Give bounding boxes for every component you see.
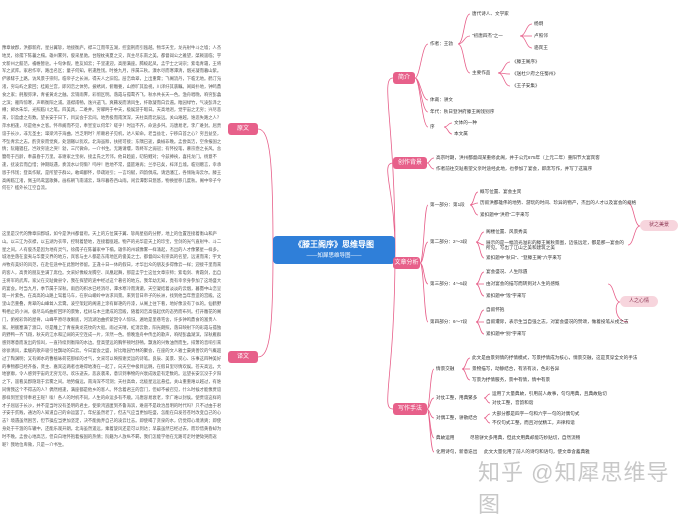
intro-author-item-8: 《王子安集》 (512, 83, 540, 88)
technique-t1-item-1: 景物描写，动静结合，有浓有淡，色彩各异 (472, 366, 560, 371)
node-background[interactable]: 创作背景 (393, 157, 427, 169)
analysis-part3-item-1: 由对宴会的描写而转到对人生的感慨 (486, 281, 560, 286)
analysis-part2: 第二部分：2～3段 (430, 239, 468, 244)
analysis-part4-item-2: 紧扣题中"别"字来写 (486, 331, 527, 336)
intro-author-item-5: 主要作品 (472, 70, 491, 75)
intro-style-item-1: 本文属 (454, 131, 468, 136)
analysis-part2-item-2: 紧扣题中"秋日"、"登滕王阁"六字来写 (486, 255, 562, 260)
analysis-part3-item-0: 宴会盛况、人生际遇 (486, 269, 528, 274)
background-item-1: 作者前往交趾看望父亲时途经此地，也参加了宴会，即席写作，并写了这篇序 (436, 166, 593, 171)
intro-author-item-4: 骆宾王 (534, 45, 548, 50)
technique-t2-item-0: 运用了大量典故，引用前人故事，句句用典，且典故贴切 (492, 391, 607, 396)
node-yiwen[interactable]: 译文 (228, 351, 258, 363)
mindmap-canvas: 豫章故郡，洪都新府。星分翼轸，地接衡庐。襟三江而带五湖，控蛮荆而引瓯越。物华天宝… (2, 11, 678, 517)
intro-style: 序 (430, 124, 435, 129)
analysis-part1-item-2: 紧扣题中"洪府"二字来写 (480, 212, 530, 217)
yiwen-text: 这里是汉代的豫章旧郡城，如今是洪州都督府。天上的方位属于翼、轸两星宿的分野，地上… (2, 231, 222, 447)
analysis-part1-item-1: 历叙洪都雄伟的地势、游玩的时间、珍异的物产，杰出的人才以及宴会的规格 (480, 200, 637, 205)
tag-mood[interactable]: 人之心情 (620, 296, 658, 307)
technique-t3: 对偶工整，骈散结合 (436, 415, 478, 420)
technique-t1-item-2: 写景为抒情服务，景中有情，情中有景 (472, 377, 551, 382)
intro-genre: 体裁：骈文 (430, 97, 453, 102)
analysis-part1: 第一部分：第1段 (430, 202, 465, 207)
intro-author-item-3: 卢照邻 (534, 33, 548, 38)
central-subtitle: ——知犀思维导图—— (306, 253, 362, 259)
tag-scenery[interactable]: 状之美景 (640, 220, 678, 231)
intro-author-item-0: 唐代诗人、文学家 (472, 11, 509, 16)
analysis-part4-item-0: 自叙怀抱 (486, 307, 505, 312)
intro-author-item-1: "初唐四杰"之一 (472, 33, 503, 38)
intro-style-item-0: 文体的一种 (454, 120, 477, 125)
intro-author-item-2: 杨炯 (534, 21, 544, 26)
analysis-part1-item-0: 概写位置、宴会主宾 (480, 189, 522, 194)
node-intro[interactable]: 简介 (393, 72, 415, 84)
technique-t5: 化用诗句，新意迭出 (436, 449, 478, 454)
technique-t4: 典故运用 (436, 435, 455, 440)
technique-t4-item-0: 尽管骈文多用典，但此文用典却能巧妙贴切，自然流畅 (470, 435, 581, 440)
intro-author: 作者：王勃 (430, 41, 453, 46)
central-topic[interactable]: 《滕王阁序》思维导图 ——知犀思维导图—— (273, 236, 395, 264)
analysis-part3-item-2: 紧扣题中"饯"字来写 (486, 293, 527, 298)
intro-author-item-6: 《滕王阁序》 (512, 59, 540, 64)
technique-t2-item-1: 对仗工整，音韵和谐 (492, 400, 534, 405)
node-analysis[interactable]: 文章分析 (393, 257, 420, 269)
analysis-part4-item-1: 自叙遭际，表示生当自强之志，对宴会盛况的赞颂，做着投笔从戎之志 (486, 319, 629, 324)
technique-t5-item-0: 此文大量化用了前人的诗句和语句，使文章含蓄典雅 (484, 449, 590, 454)
connector-lines (257, 13, 641, 453)
node-yuanwen[interactable]: 原文 (228, 123, 258, 135)
yuanwen-text: 豫章故郡，洪都新府。星分翼轸，地接衡庐。襟三江而带五湖，控蛮荆而引瓯越。物华天宝… (2, 45, 222, 191)
technique-t2: 对仗工整，用典繁多 (436, 395, 478, 400)
central-title: 《滕王阁序》思维导图 (294, 240, 374, 249)
analysis-part2-item-1: 展示的是一幅流光溢彩的滕王阁秋景图，迈低远近，都是那一宴会的所见。写出了江山之美… (486, 240, 624, 251)
technique-t1: 情景交融 (436, 366, 455, 371)
node-technique[interactable]: 写作手法 (393, 403, 427, 415)
watermark: 知乎 @知犀思维导图 (478, 460, 670, 517)
technique-t3-item-0: 大部分都是四字一句和六字一句的对偶句式 (492, 411, 580, 416)
intro-author-item-7: 《送杜少府之任蜀州》 (512, 71, 558, 76)
background-item-0: 高宗时期，洪州都督阎某重修此阁，并于公元675年（上元二年）重阳节大宴宾客 (436, 155, 600, 160)
intro-era: 年代：秋日登洪府滕王阁饯别序 (430, 109, 495, 114)
analysis-part3: 第三部分：4～5段 (430, 281, 468, 286)
technique-t1-item-0: 此文是由景到情的抒情模式，写景抒情成为核心，情景交融，这是贯穿全文的手法 (472, 355, 638, 360)
analysis-part2-item-0: 阁楼位置、风景秀美 (486, 229, 528, 234)
technique-t3-item-1: 不仅句式工整，而且对仗精工，声律和谐 (492, 420, 575, 425)
analysis-part4: 第四部分：6～7段 (430, 319, 468, 324)
